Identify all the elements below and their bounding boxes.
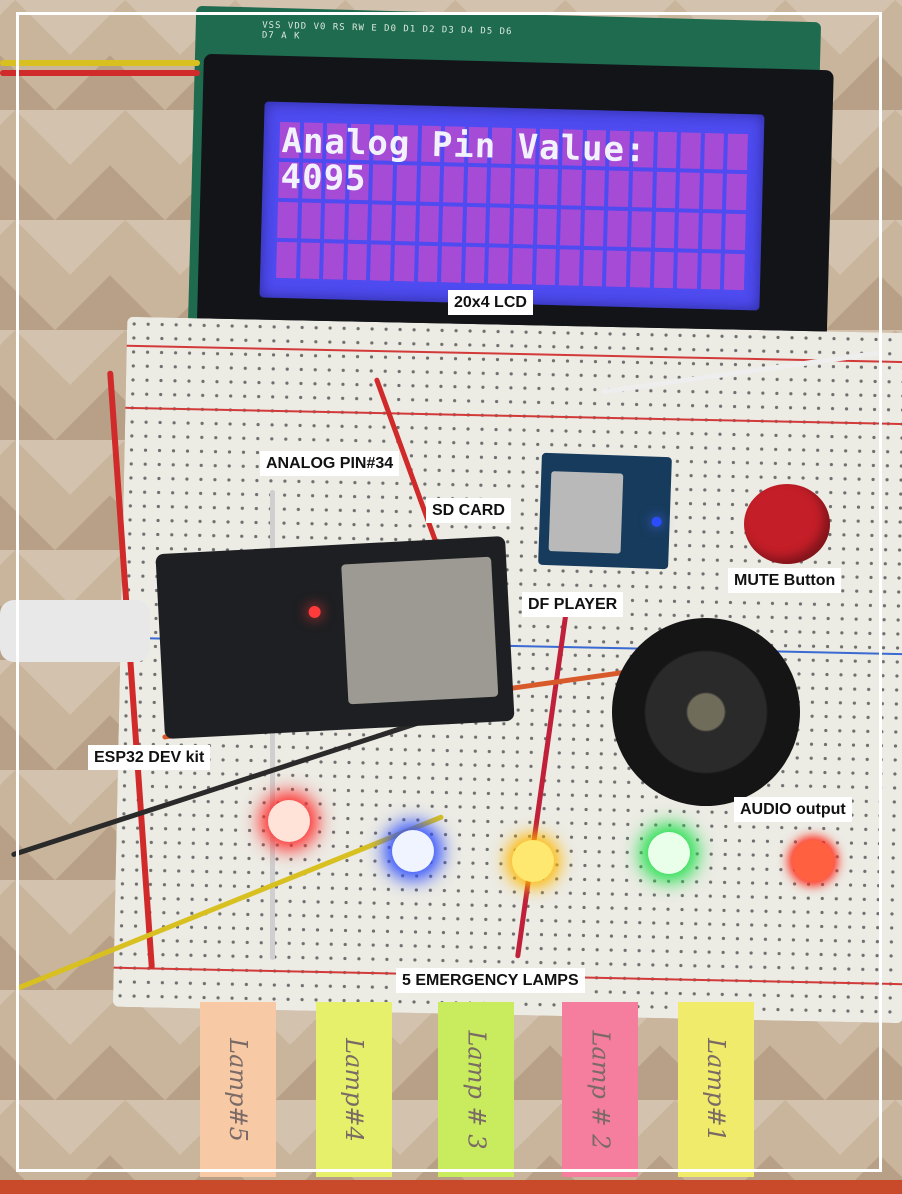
lcd-cell: [559, 249, 580, 286]
lcd-cell: [678, 212, 699, 249]
lcd-cell: [372, 164, 394, 201]
lcd-cell: [370, 244, 391, 281]
lcd-cell: [582, 249, 604, 287]
lcd-cell: [561, 169, 582, 206]
lcd-cell: [629, 251, 651, 288]
speaker: [612, 618, 800, 806]
power-rail-red: [126, 344, 902, 364]
lcd-cell: [276, 241, 297, 279]
lcd-cell: [395, 204, 416, 242]
lcd-cell: [371, 204, 392, 241]
lamp-note-3: Lamp # 3: [438, 1002, 514, 1177]
lcd-cell: [535, 248, 557, 286]
lcd-cell: [536, 208, 558, 246]
esp32-board: [155, 535, 515, 740]
lcd-cell: [277, 201, 298, 239]
label-df-player: DF PLAYER: [522, 592, 624, 618]
lcd-cell: [299, 242, 321, 279]
lcd-cell: [511, 248, 533, 285]
usb-cable: [0, 600, 150, 662]
lcd-cell: [680, 132, 701, 169]
lcd-line-2: 4095: [280, 156, 368, 200]
lcd-cell: [608, 170, 629, 208]
df-player-led: [651, 516, 662, 527]
label-emergency-lamps: 5 EMERGENCY LAMPS: [396, 968, 585, 994]
label-audio-output: AUDIO output: [734, 797, 852, 823]
lcd-cell: [396, 164, 417, 202]
lcd-cell: [702, 173, 724, 210]
lamp-note-text: Lamp#5: [224, 1037, 252, 1142]
lcd-cell: [653, 251, 675, 289]
lamp-note-1: Lamp#1: [678, 1002, 754, 1177]
lcd-cell: [700, 252, 722, 290]
lamp-note-text: Lamp#1: [702, 1037, 730, 1142]
df-player-module: [538, 452, 672, 570]
mute-button: [744, 484, 830, 564]
led-lamp-yellow: [512, 840, 554, 882]
label-analog-pin: ANALOG PIN#34: [260, 451, 400, 477]
lcd-cell: [514, 168, 535, 205]
lcd-cell: [488, 247, 509, 284]
lamp-note-text: Lamp # 3: [462, 1029, 491, 1150]
lcd-cell: [560, 209, 581, 246]
lcd-cell: [679, 172, 700, 209]
power-rail-red: [125, 406, 902, 426]
lcd-cell: [537, 168, 559, 206]
lcd-cell: [606, 250, 627, 288]
lcd-cell: [489, 207, 510, 244]
led-lamp-blue: [392, 830, 434, 872]
lcd-cell: [323, 243, 344, 280]
lcd-cell: [346, 243, 368, 281]
lcd-cell: [442, 206, 463, 243]
lcd-cell: [443, 166, 464, 203]
label-esp32: ESP32 DEV kit: [88, 745, 211, 771]
led-lamp-red-small: [792, 840, 834, 882]
lcd-screen: Analog Pin Value: 4095: [259, 101, 765, 311]
lcd-cell: [655, 171, 677, 209]
sd-card-slot: [548, 471, 624, 554]
led-lamp-red: [268, 800, 310, 842]
lamp-note-text: Lamp # 2: [586, 1029, 615, 1150]
lcd-cell: [465, 206, 487, 244]
lcd-cell: [300, 202, 322, 239]
bottom-edge: [0, 1180, 902, 1194]
label-sd-card: SD CARD: [426, 498, 511, 524]
led-lamp-green: [648, 832, 690, 874]
lcd-cell: [513, 208, 534, 245]
lamp-note-5: Lamp#5: [200, 1002, 276, 1177]
lcd-cell: [393, 244, 415, 282]
lcd-cell: [724, 253, 745, 291]
lcd-cell: [725, 213, 746, 251]
lcd-cell: [677, 252, 698, 289]
esp32-power-led: [308, 605, 321, 619]
lcd-cell: [583, 209, 605, 247]
lcd-cell: [607, 210, 628, 248]
label-mute-button: MUTE Button: [728, 568, 842, 594]
lcd-cell: [441, 246, 462, 283]
lcd-cell: [701, 212, 723, 250]
lcd-cell: [630, 211, 652, 248]
lcd-cell: [464, 246, 486, 284]
lcd-cell: [656, 131, 678, 169]
lcd-cell: [490, 167, 511, 204]
lcd-cell: [324, 203, 345, 240]
lamp-note-text: Lamp#4: [340, 1037, 368, 1142]
esp32-module: [341, 556, 499, 705]
lcd-cell: [727, 133, 748, 171]
lcd-cell: [726, 173, 747, 211]
lcd-cell: [654, 211, 676, 249]
label-lcd: 20x4 LCD: [448, 290, 533, 316]
lamp-note-4: Lamp#4: [316, 1002, 392, 1177]
wire-red: [0, 70, 200, 76]
lcd-cell: [419, 165, 441, 203]
lcd-cell: [347, 203, 369, 241]
lamp-note-2: Lamp # 2: [562, 1002, 638, 1177]
lcd-cell: [466, 166, 488, 204]
lcd-cell: [417, 245, 439, 283]
lcd-cell: [703, 133, 725, 170]
lcd-cell: [632, 171, 653, 208]
wire-yellow: [0, 60, 200, 66]
lcd-cell: [418, 205, 440, 243]
lcd-cell: [584, 169, 606, 207]
